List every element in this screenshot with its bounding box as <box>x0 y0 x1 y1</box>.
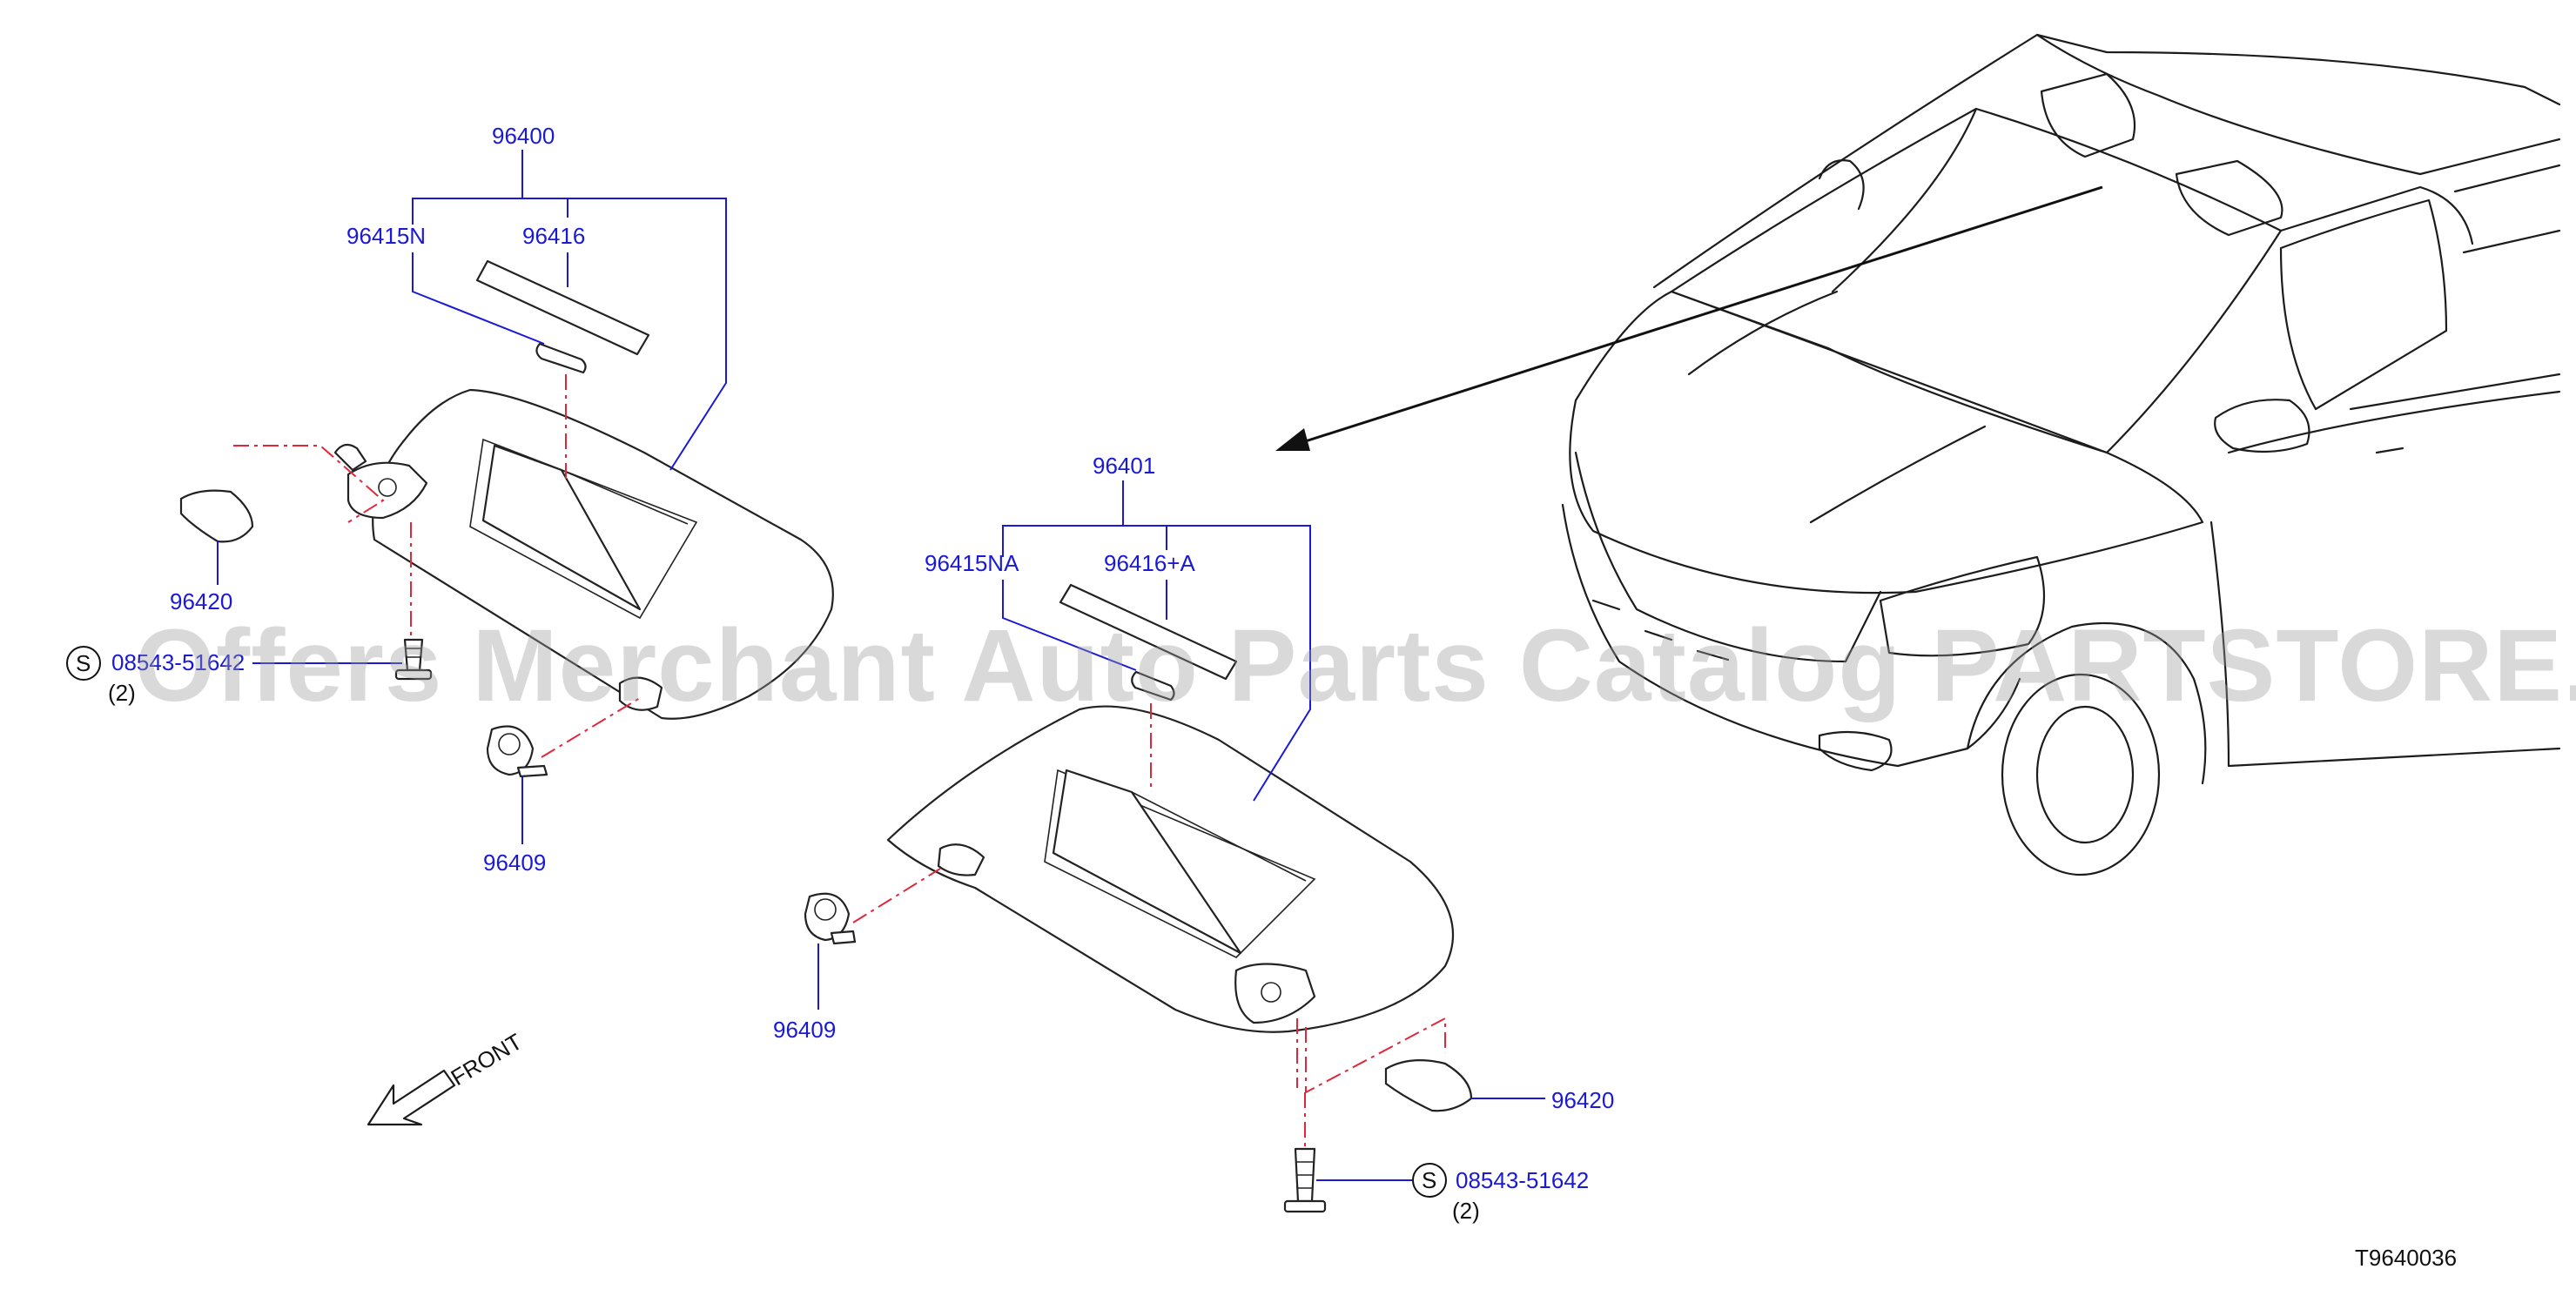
vehicle-visor-left <box>2040 72 2136 158</box>
callout-screw-left[interactable]: 08543-51642 <box>111 649 245 675</box>
right-screw[interactable] <box>1283 1147 1327 1213</box>
front-arrow-icon <box>367 1069 456 1126</box>
svg-text:S: S <box>76 650 91 676</box>
right-hinge-bracket[interactable] <box>1234 963 1316 1024</box>
vehicle-fender <box>1966 621 2207 785</box>
callout-96416[interactable]: 96416 <box>522 223 585 249</box>
left-screw[interactable] <box>394 638 433 681</box>
front-label: FRONT <box>447 1028 527 1091</box>
vehicle-door-window <box>2279 198 2448 411</box>
callout-screw-right[interactable]: 08543-51642 <box>1456 1167 1589 1193</box>
std-part-symbol-left: S <box>66 646 101 681</box>
right-strip[interactable] <box>1059 583 1238 681</box>
left-visor-group: 96400 96415N 96416 96420 S 08543- <box>66 123 834 876</box>
svg-text:S: S <box>1422 1167 1436 1193</box>
right-hinge-cover[interactable] <box>1384 1059 1473 1112</box>
vehicle-visor-right <box>2175 159 2283 237</box>
left-strip[interactable] <box>475 259 650 356</box>
vehicle-locator <box>1561 33 2561 876</box>
left-holder[interactable] <box>486 725 548 778</box>
vehicle-fog-lamp <box>1818 730 1893 772</box>
vehicle-hood <box>1569 290 2204 594</box>
screw-left-qty: (2) <box>108 680 136 706</box>
std-part-symbol-right: S <box>1412 1163 1447 1198</box>
vehicle-grille <box>1574 451 1882 663</box>
callout-96420-right[interactable]: 96420 <box>1551 1087 1614 1113</box>
vehicle-windshield <box>1670 107 2283 454</box>
right-vanity-frame <box>1044 769 1316 958</box>
callout-96420-left[interactable]: 96420 <box>170 588 232 614</box>
vehicle-wheel <box>2001 673 2161 876</box>
arrow-head-icon <box>1275 428 1310 451</box>
left-vanity-mirror[interactable] <box>481 444 642 611</box>
watermark: Offers Merchant Auto Parts Catalog PARTS… <box>135 608 2576 723</box>
callout-96400[interactable]: 96400 <box>492 123 555 149</box>
left-hinge-bracket[interactable] <box>333 443 428 520</box>
callout-96409-right[interactable]: 96409 <box>773 1017 836 1043</box>
diagram-code: T9640036 <box>2355 1245 2457 1271</box>
left-vanity-frame <box>469 438 698 620</box>
vehicle-a-pillar <box>2279 185 2474 245</box>
screw-right-qty: (2) <box>1452 1198 1480 1224</box>
left-mirror-pin[interactable] <box>535 342 587 374</box>
callout-96415NA[interactable]: 96415NA <box>925 550 1019 576</box>
front-direction: FRONT <box>367 1028 527 1126</box>
right-vanity-mirror[interactable] <box>1052 769 1242 955</box>
callout-96409-left[interactable]: 96409 <box>483 849 546 876</box>
vehicle-side-mirror <box>2214 399 2310 453</box>
right-mirror-pin[interactable] <box>1131 670 1175 702</box>
right-visor-clip <box>937 843 985 876</box>
left-hinge-cover[interactable] <box>179 489 254 543</box>
locator-arrow <box>1275 185 2103 451</box>
callout-96415N[interactable]: 96415N <box>346 223 426 249</box>
vehicle-headlamp <box>1879 555 2046 657</box>
right-holder[interactable] <box>804 892 857 945</box>
right-visor-group: 96401 96415NA 96416+A 96409 96420 <box>773 453 1614 1224</box>
callout-96416A[interactable]: 96416+A <box>1104 550 1195 576</box>
vehicle-roof <box>1652 33 2561 289</box>
callout-96401[interactable]: 96401 <box>1093 453 1155 479</box>
